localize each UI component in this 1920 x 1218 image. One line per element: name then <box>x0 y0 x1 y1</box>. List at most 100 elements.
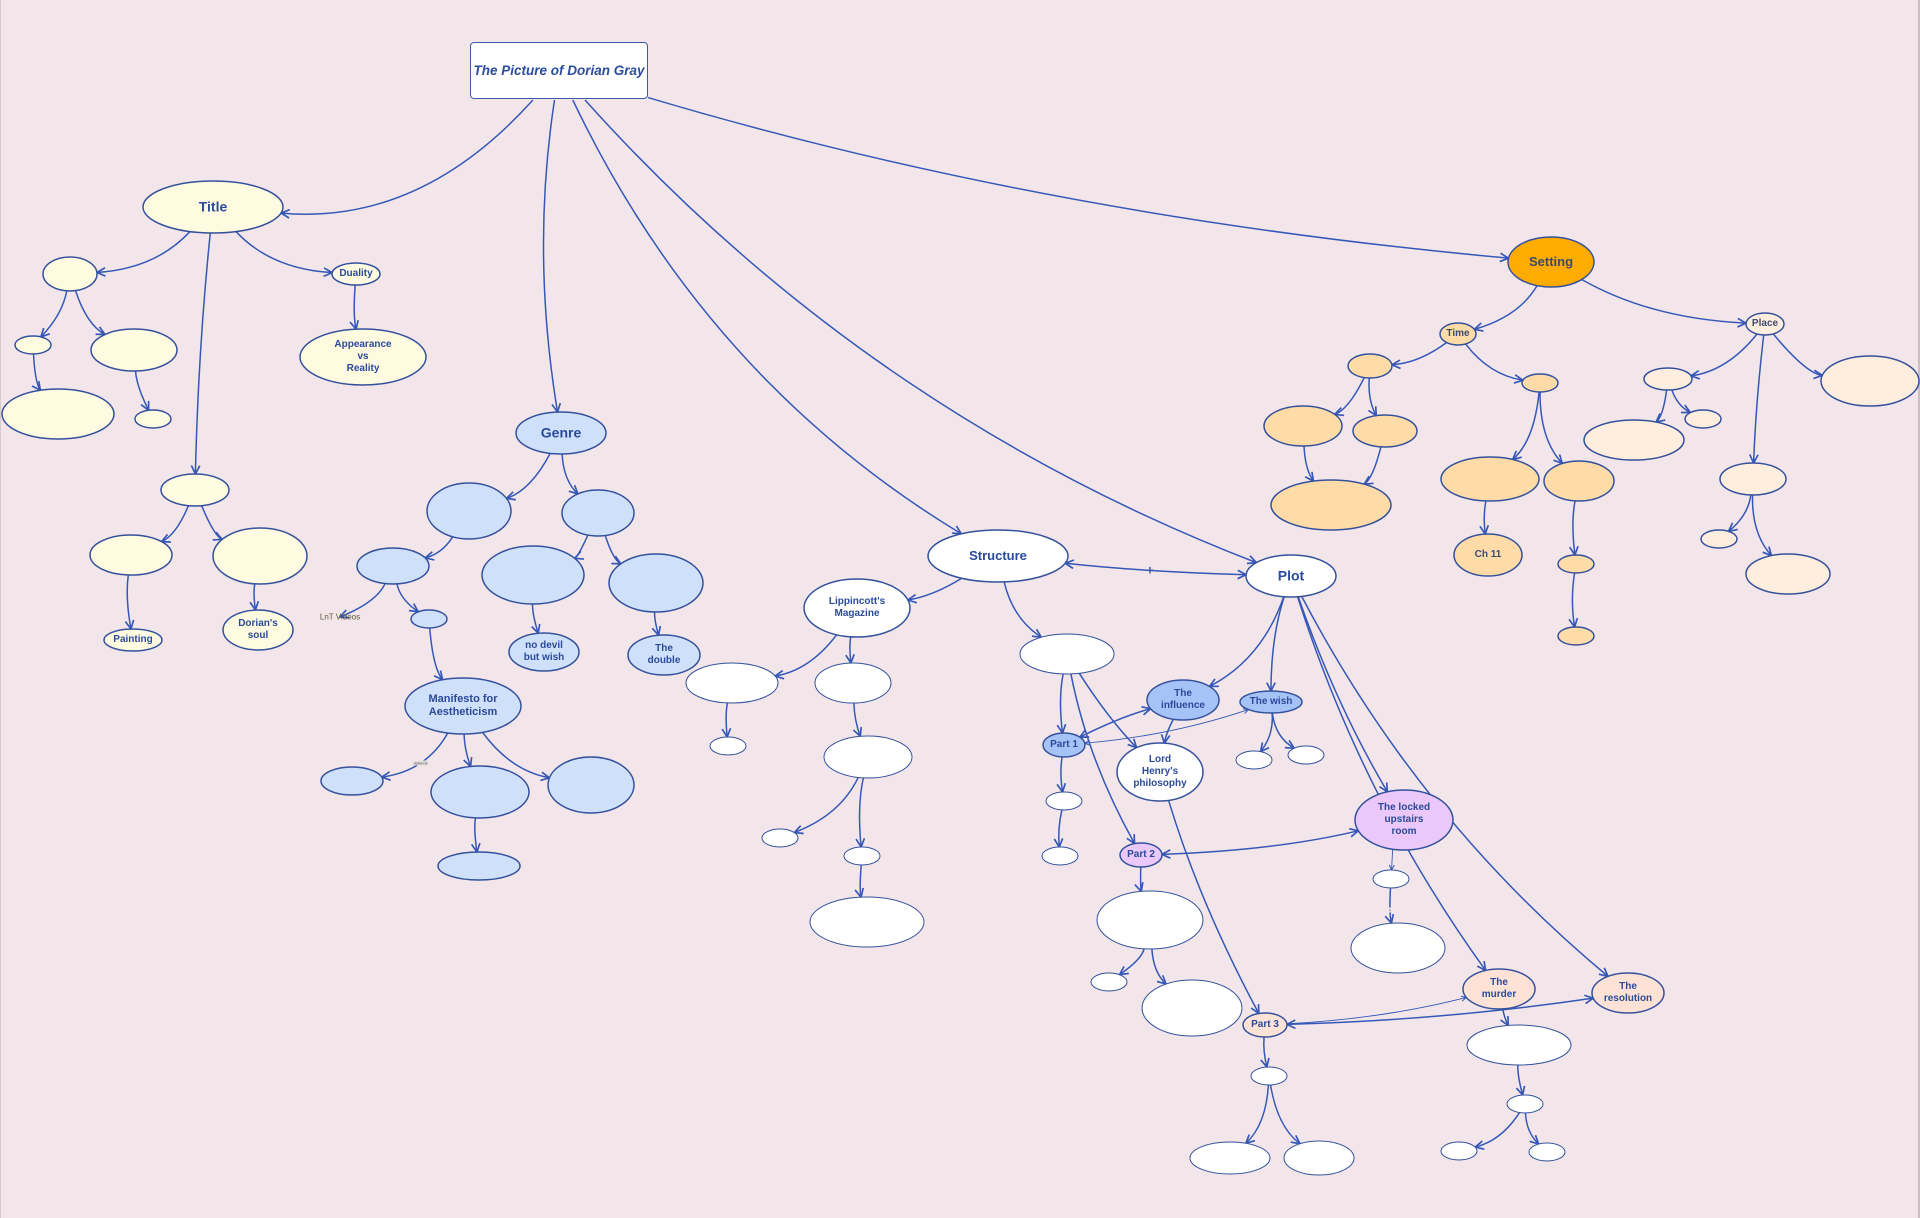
edge-g1-g1a[interactable] <box>425 536 454 558</box>
edge-p3a-p3a2[interactable] <box>1269 1084 1300 1144</box>
node-l1a[interactable] <box>709 736 747 756</box>
edge-ti2-ti2a[interactable] <box>1513 391 1540 460</box>
edge-s2-part2[interactable] <box>1070 673 1135 844</box>
edge-time-ti2[interactable] <box>1465 343 1523 380</box>
edge-structure-plot[interactable] <box>1065 563 1246 574</box>
node-ti2a[interactable] <box>1440 456 1540 502</box>
edge-mu2-mu2a[interactable] <box>1475 1112 1521 1147</box>
edge-g2-g2a[interactable] <box>575 534 589 558</box>
node-l1[interactable] <box>685 662 779 704</box>
node-pl1a[interactable] <box>1583 419 1685 461</box>
node-p2a1[interactable] <box>1090 972 1128 992</box>
edge-ti1-ti1a[interactable] <box>1335 377 1365 415</box>
edge-manifesto-m1[interactable] <box>382 732 449 777</box>
node-l2a2a[interactable] <box>809 896 925 948</box>
edge-part2-locked[interactable] <box>1162 831 1358 855</box>
node-t1a1[interactable] <box>1 388 115 440</box>
node-w1[interactable] <box>1235 750 1273 770</box>
edge-ti2b1-ti2b2[interactable] <box>1572 572 1574 627</box>
node-pl3[interactable] <box>1820 355 1920 407</box>
node-l2a2[interactable] <box>843 846 881 866</box>
edge-part3-resolution[interactable] <box>1287 998 1593 1024</box>
node-t1[interactable] <box>42 256 98 292</box>
node-pl2[interactable] <box>1719 462 1787 496</box>
edge-ti2b-ti2b1[interactable] <box>1573 500 1575 555</box>
node-mu2[interactable] <box>1506 1094 1544 1114</box>
node-nodevil[interactable] <box>508 632 580 672</box>
edge-manifesto-m3[interactable] <box>481 731 550 777</box>
node-l2a1[interactable] <box>761 828 799 848</box>
edge-duality-appearance[interactable] <box>354 284 356 329</box>
edge-root-genre[interactable] <box>542 99 557 412</box>
edge-g2b-double[interactable] <box>655 611 659 635</box>
node-ti2b2[interactable] <box>1557 626 1595 646</box>
node-p2a[interactable] <box>1096 890 1204 950</box>
edge-genre-g1[interactable] <box>507 453 551 498</box>
node-part3[interactable] <box>1242 1012 1288 1038</box>
edge-plot-influence[interactable] <box>1209 596 1285 687</box>
edge-g1a-g1a2[interactable] <box>396 583 418 612</box>
node-lippincott[interactable] <box>803 578 911 638</box>
node-mu2b[interactable] <box>1528 1142 1566 1162</box>
edge-t1b-t1b1[interactable] <box>134 370 148 410</box>
edge-locked-lk1[interactable] <box>1392 848 1393 870</box>
edge-wish-w2[interactable] <box>1271 712 1294 748</box>
edge-title-duality[interactable] <box>235 231 332 273</box>
edge-wish-w1[interactable] <box>1261 712 1274 752</box>
edge-t1-t1a[interactable] <box>41 290 68 337</box>
edge-ti1a-ti1c[interactable] <box>1303 445 1314 481</box>
node-mu1[interactable] <box>1466 1024 1572 1066</box>
node-w2[interactable] <box>1287 745 1325 765</box>
edge-t2-t2a[interactable] <box>162 505 190 542</box>
edge-title-t1[interactable] <box>97 231 191 273</box>
node-g2a[interactable] <box>481 545 585 605</box>
edge-place-pl1[interactable] <box>1691 333 1758 376</box>
edge-part3-p3a[interactable] <box>1264 1036 1267 1067</box>
root-node-title[interactable]: The Picture of Dorian Gray <box>470 42 648 99</box>
node-time[interactable] <box>1439 322 1477 346</box>
edge-structure-lippincott[interactable] <box>908 577 963 600</box>
node-lk2[interactable] <box>1350 922 1446 974</box>
edge-g2a-nodevil[interactable] <box>533 603 539 633</box>
edge-lippincott-l1[interactable] <box>775 634 838 676</box>
node-lordhenry[interactable] <box>1116 742 1204 802</box>
node-ch11[interactable] <box>1453 533 1523 577</box>
node-setting[interactable] <box>1507 236 1595 288</box>
edge-root-setting[interactable] <box>647 96 1509 259</box>
edge-root-structure[interactable] <box>572 99 962 534</box>
node-m1[interactable] <box>320 766 384 796</box>
node-title[interactable] <box>142 180 284 234</box>
node-p3a[interactable] <box>1250 1066 1288 1086</box>
node-pl2b[interactable] <box>1745 553 1831 595</box>
edge-l2a-l2a1[interactable] <box>794 777 859 832</box>
edge-p3a-p3a1[interactable] <box>1246 1084 1270 1143</box>
node-ti1[interactable] <box>1347 353 1393 379</box>
node-pl2a[interactable] <box>1700 529 1738 549</box>
edge-plot-wish[interactable] <box>1271 596 1285 691</box>
node-t1b1[interactable] <box>134 409 172 429</box>
edge-t2-t2b[interactable] <box>200 505 223 540</box>
edge-s2-part1[interactable] <box>1061 673 1064 733</box>
edge-genre-g2[interactable] <box>561 453 578 494</box>
edge-lk1-lk2[interactable] <box>1390 887 1392 923</box>
edge-p2a-p2a1[interactable] <box>1120 948 1145 975</box>
edge-l2-l2a[interactable] <box>854 702 860 736</box>
edge-m2-m2a[interactable] <box>475 817 477 852</box>
edge-pl2-pl2a[interactable] <box>1729 494 1752 531</box>
edge-ti2-ti2b[interactable] <box>1539 391 1562 463</box>
node-manifesto[interactable] <box>404 677 522 735</box>
node-l2[interactable] <box>814 662 892 704</box>
node-p1a[interactable] <box>1045 791 1083 811</box>
edge-t2a-painting[interactable] <box>127 574 131 629</box>
node-ti1c[interactable] <box>1270 479 1392 531</box>
edge-ti2a-ch11[interactable] <box>1484 500 1486 534</box>
edge-setting-time[interactable] <box>1474 285 1538 330</box>
node-painting[interactable] <box>103 628 163 652</box>
node-double[interactable] <box>627 634 701 676</box>
edge-part1-wish[interactable] <box>1085 710 1249 744</box>
edge-root-title[interactable] <box>281 99 534 214</box>
edge-plot-locked[interactable] <box>1297 596 1387 792</box>
node-g1a[interactable] <box>356 547 430 585</box>
node-appearance[interactable] <box>299 328 427 386</box>
